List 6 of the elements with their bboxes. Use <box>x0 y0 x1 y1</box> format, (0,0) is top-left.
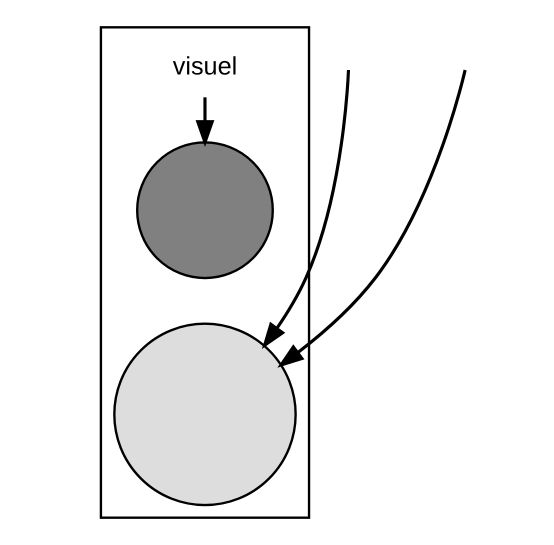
node-circle <box>136 141 274 280</box>
node-text: visuel <box>172 52 238 80</box>
arrow <box>262 70 350 350</box>
arrow <box>277 70 467 368</box>
arrow <box>196 97 214 147</box>
cluster <box>100 26 310 519</box>
